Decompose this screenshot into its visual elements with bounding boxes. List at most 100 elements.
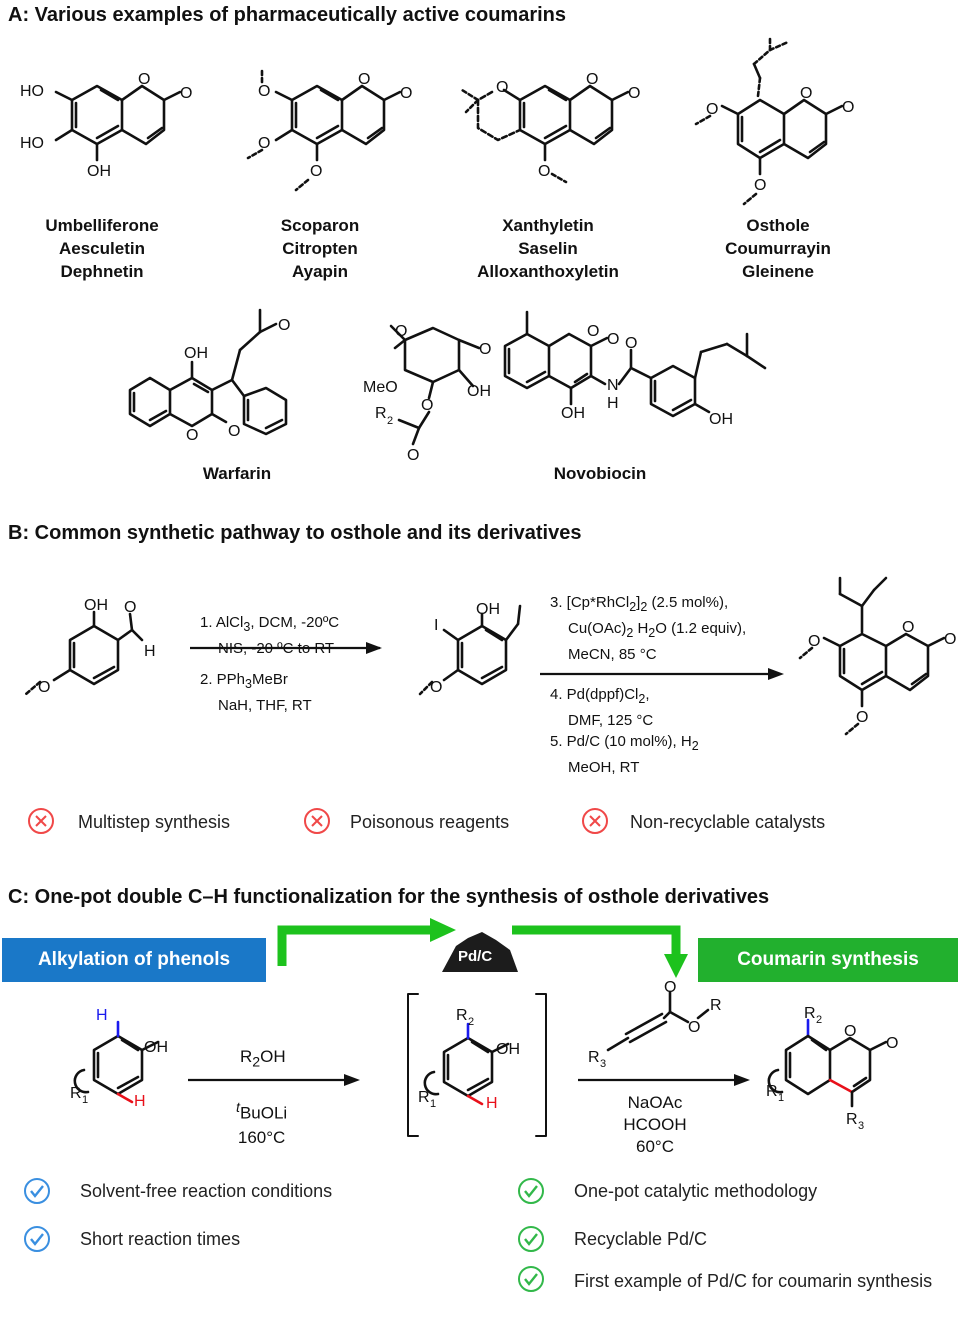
svg-text:R: R — [418, 1089, 430, 1106]
svg-text:O: O — [886, 1035, 898, 1052]
novobiocin-structure: O O MeO OH O R 2 O O O OH N H O OH — [363, 310, 767, 464]
svg-text:2: 2 — [468, 1016, 474, 1028]
reaction-arrow-c1 — [188, 1074, 360, 1086]
svg-text:R: R — [710, 997, 722, 1014]
advantage-right-1: One-pot catalytic methodology — [574, 1181, 818, 1201]
svg-text:H: H — [607, 395, 619, 412]
cross-icon — [28, 808, 54, 834]
svg-text:OH: OH — [144, 1039, 168, 1056]
svg-text:O: O — [395, 323, 407, 340]
svg-text:OH: OH — [476, 601, 500, 618]
svg-text:O: O — [124, 599, 136, 616]
svg-text:O: O — [496, 79, 508, 96]
coumarin-structure-3: O O O O — [460, 71, 640, 184]
compound-name-novobiocin: Novobiocin — [553, 464, 647, 483]
svg-text:O: O — [628, 85, 640, 102]
svg-text:OH: OH — [467, 383, 491, 400]
svg-text:O: O — [310, 163, 322, 180]
conditions-b1: 1. AlCl3, DCM, -20ºC NIS, -20 ºC to RT 2… — [200, 614, 340, 714]
reaction-arrow-c2 — [578, 1074, 750, 1086]
conditions-c1-top: R2OH — [240, 1047, 286, 1071]
svg-text:H: H — [486, 1095, 498, 1112]
svg-text:O: O — [688, 1019, 700, 1036]
svg-text:O: O — [38, 679, 50, 696]
svg-text:H: H — [134, 1093, 146, 1110]
check-icon — [518, 1178, 544, 1204]
banner-alkylation: Alkylation of phenols — [2, 938, 266, 982]
coumarin-structure-2: O O O O O — [246, 66, 412, 192]
svg-text:O: O — [844, 1023, 856, 1040]
check-icon — [24, 1178, 50, 1204]
reaction-arrow-b1 — [190, 642, 382, 654]
svg-text:O: O — [538, 163, 550, 180]
svg-text:R: R — [804, 1005, 816, 1022]
svg-text:1: 1 — [82, 1094, 88, 1106]
svg-text:O: O — [902, 619, 914, 636]
svg-text:R: R — [456, 1007, 468, 1024]
svg-text:O: O — [186, 427, 198, 444]
advantage-left-2: Short reaction times — [80, 1229, 241, 1249]
svg-text:H: H — [96, 1007, 108, 1024]
svg-text:R: R — [588, 1049, 600, 1066]
conditions-b2-bottom: 4. Pd(dppf)Cl2, DMF, 125 °C 5. Pd/C (10 … — [550, 686, 699, 776]
svg-text:R: R — [766, 1083, 778, 1100]
section-b-title: B: Common synthetic pathway to osthole a… — [8, 522, 582, 544]
svg-text:1: 1 — [778, 1092, 784, 1104]
svg-text:H: H — [144, 643, 156, 660]
reaction-arrow-b2 — [540, 668, 784, 680]
bracketed-intermediate-structure: R 2 OH H R 1 — [407, 993, 547, 1137]
svg-text:3: 3 — [600, 1058, 606, 1070]
svg-text:3: 3 — [858, 1120, 864, 1132]
check-icon — [518, 1226, 544, 1252]
svg-text:R: R — [375, 405, 387, 422]
conditions-c1-bottom: tBuOLi 160°C — [236, 1100, 288, 1147]
svg-text:OH: OH — [184, 345, 208, 362]
advantage-right-3: First example of Pd/C for coumarin synth… — [574, 1271, 933, 1291]
svg-text:R: R — [70, 1085, 82, 1102]
alkyne-ester-structure: O O R R 3 — [588, 979, 722, 1070]
svg-text:I: I — [434, 617, 438, 634]
svg-text:2: 2 — [387, 415, 393, 427]
svg-text:O: O — [944, 631, 956, 648]
green-flow-arrows — [277, 918, 688, 978]
svg-text:OH: OH — [496, 1041, 520, 1058]
svg-text:O: O — [180, 85, 192, 102]
svg-text:OH: OH — [709, 411, 733, 428]
drawback-3: Non-recyclable catalysts — [630, 812, 826, 832]
coumarin-product-structure: R 2 O O R 1 R 3 — [766, 1005, 898, 1132]
svg-text:O: O — [228, 423, 240, 440]
svg-text:O: O — [842, 99, 854, 116]
check-icon — [24, 1226, 50, 1252]
svg-text:OH: OH — [87, 163, 111, 180]
svg-text:O: O — [258, 83, 270, 100]
catalyst-label: Pd/C — [458, 948, 493, 965]
svg-text:HO: HO — [20, 83, 44, 100]
conditions-c2: NaOAc HCOOH 60°C — [623, 1093, 687, 1156]
svg-text:O: O — [607, 331, 619, 348]
starting-aldehyde-structure: OH O H O — [24, 597, 156, 696]
svg-text:O: O — [586, 71, 598, 88]
check-icon — [518, 1266, 544, 1292]
svg-text:O: O — [587, 323, 599, 340]
conditions-b2-top: 3. [Cp*RhCl2]2 (2.5 mol%), Cu(OAc)2 H2O … — [550, 594, 747, 663]
warfarin-structure: OH O O O — [128, 308, 290, 444]
compound-name-warfarin: Warfarin — [202, 464, 272, 483]
svg-text:1: 1 — [430, 1098, 436, 1110]
coumarin-structure-4: O O O O — [694, 34, 854, 206]
osthole-product-structure: O O O O — [798, 576, 956, 736]
section-a-title: A: Various examples of pharmaceutically … — [8, 4, 567, 26]
svg-text:O: O — [664, 979, 676, 996]
svg-text:O: O — [138, 71, 150, 88]
pd-c-catalyst-icon — [442, 932, 518, 972]
drawback-2: Poisonous reagents — [350, 812, 510, 832]
svg-text:O: O — [407, 447, 419, 464]
svg-text:O: O — [808, 633, 820, 650]
svg-text:O: O — [800, 85, 812, 102]
svg-text:O: O — [856, 709, 868, 726]
svg-text:O: O — [754, 177, 766, 194]
iodophenol-intermediate-structure: OH I O — [418, 601, 522, 696]
phenol-substrate-structure: H OH H R 1 — [70, 1007, 168, 1110]
advantage-left-1: Solvent-free reaction conditions — [80, 1181, 333, 1201]
